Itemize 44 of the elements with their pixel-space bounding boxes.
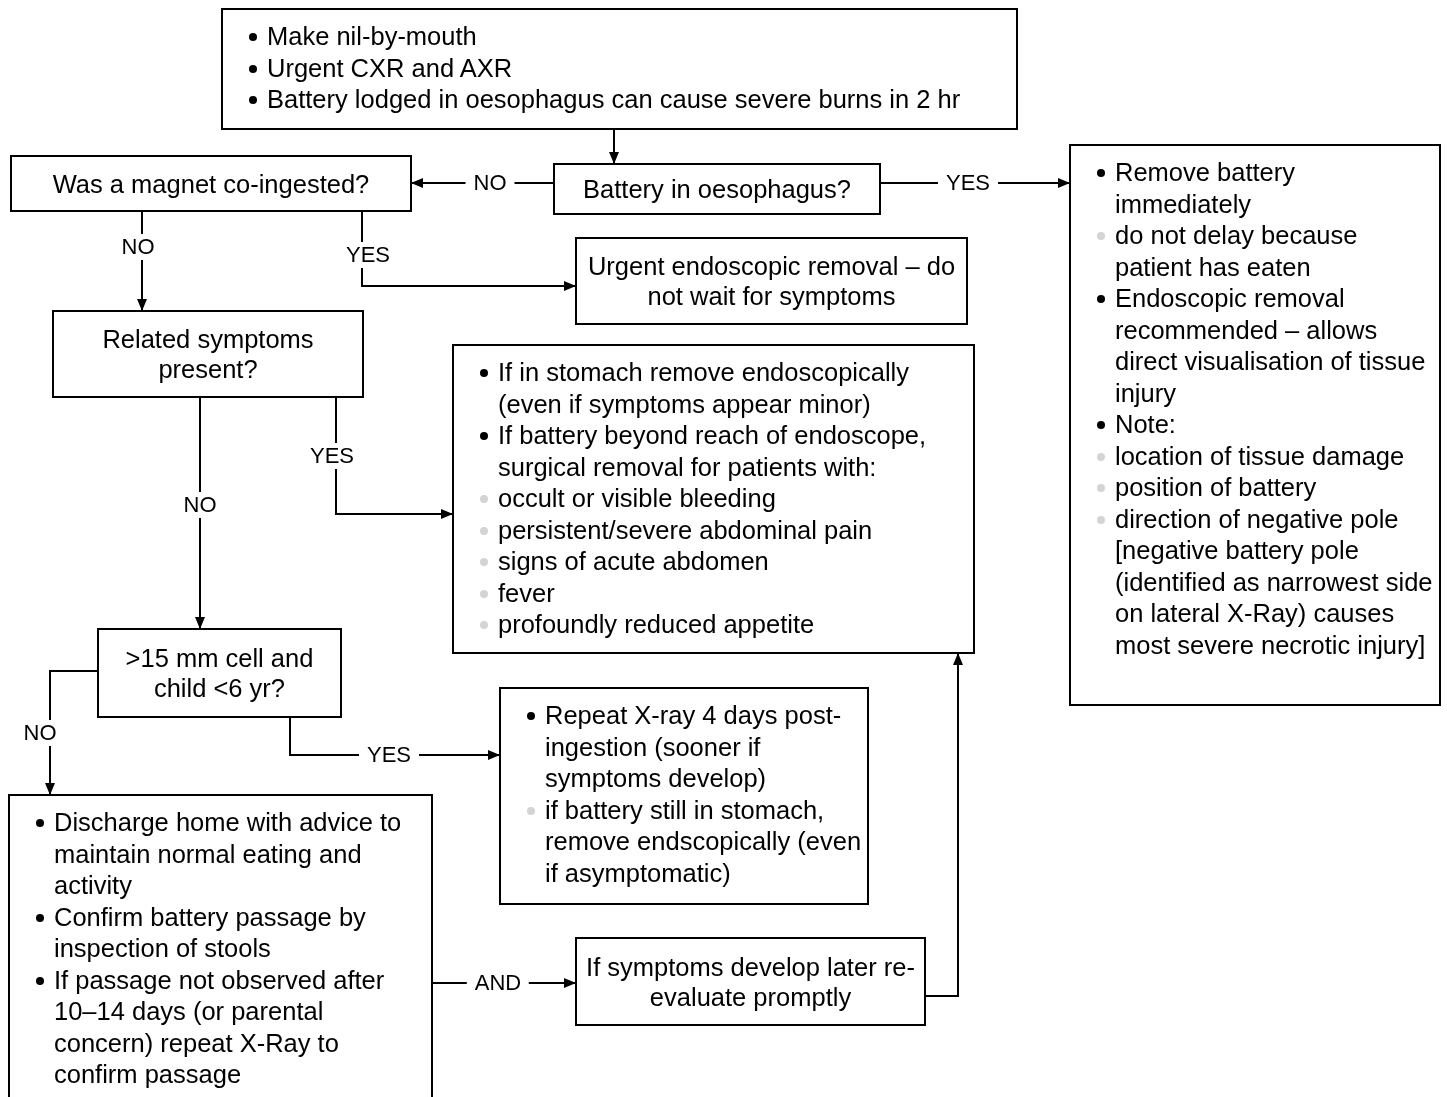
bullet-item: occult or visible bleeding: [454, 483, 969, 515]
process-box: [452, 344, 975, 654]
bullet-item: If passage not observed after 10–14 days (or parental concern) repeat X-Ray to confirm passage: [10, 964, 427, 1091]
process-box: [221, 8, 1018, 130]
bullet-item: location of tissue damage: [1071, 440, 1435, 472]
bullet-item: Note:: [1071, 409, 1435, 441]
decision-box: [10, 155, 412, 212]
bullet-item: Battery lodged in oesophagus can cause severe burns in 2 hr: [223, 84, 1012, 116]
arrow: [195, 397, 205, 629]
bullet-item: Make nil-by-mouth: [223, 21, 1012, 53]
bullet-item: profoundly reduced appetite: [454, 609, 969, 641]
process-box: [499, 687, 869, 905]
decision-box: [52, 310, 364, 398]
bullet-item: Discharge home with advice to maintain normal eating and activity: [10, 807, 427, 902]
bullet-item: signs of acute abdomen: [454, 546, 969, 578]
bullet-item: If battery beyond reach of endoscope, surgical removal for patients with:: [454, 420, 969, 483]
box-text: Battery in oesophagus?: [582, 174, 852, 204]
bullet-item: direction of negative pole [negative battery pole (identified as narrowest side on lateral X-Ray) causes most severe necrotic injury]: [1071, 503, 1435, 661]
decision-box: [575, 237, 968, 325]
process-box: [1069, 144, 1441, 706]
arrow: [925, 653, 963, 997]
bullet-item: persistent/severe abdominal pain: [454, 514, 969, 546]
arrow: [361, 211, 576, 291]
decision-box: [97, 628, 342, 718]
bullet-item: do not delay because patient has eaten: [1071, 220, 1435, 283]
process-box: [8, 794, 433, 1097]
bullet-item: Endoscopic removal recommended – allows direct visualisation of tissue injury: [1071, 283, 1435, 409]
bullet-item: Urgent CXR and AXR: [223, 52, 1012, 84]
box-text: Related symptoms present?: [101, 324, 315, 384]
box-text: If symptoms develop later re-evaluate promptly: [585, 951, 916, 1012]
arrow: [45, 670, 98, 795]
decision-box: [553, 163, 881, 215]
box-text: Was a magnet co-ingested?: [51, 168, 371, 199]
arrow: [609, 129, 619, 164]
arrow: [335, 397, 453, 519]
bullet-item: Confirm battery passage by inspection of stools: [10, 901, 427, 965]
decision-box: [575, 937, 926, 1026]
box-text: Urgent endoscopic removal – do not wait for symptoms: [586, 251, 957, 311]
bullet-item: fever: [454, 577, 969, 609]
bullet-item: Repeat X-ray 4 days post-ingestion (sooner if symptoms develop): [501, 700, 863, 795]
bullet-item: if battery still in stomach, remove endscopically (even if asymptomatic): [501, 794, 863, 889]
box-text: >15 mm cell and child <6 yr?: [124, 643, 315, 703]
bullet-item: If in stomach remove endoscopically (even if symptoms appear minor): [454, 357, 969, 420]
bullet-item: position of battery: [1071, 472, 1435, 504]
